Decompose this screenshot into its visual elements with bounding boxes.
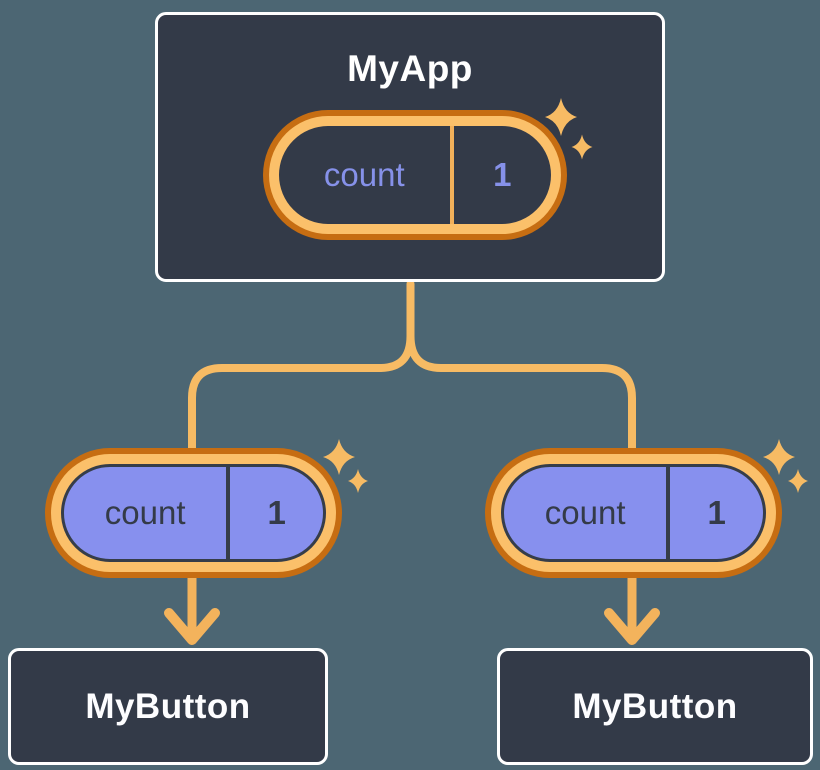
sparkle-icon xyxy=(763,439,795,475)
state-label: count xyxy=(323,156,405,193)
child-component-box: MyButton xyxy=(497,648,813,765)
child-state-pill: count 1 xyxy=(45,448,342,578)
sparkle-icon xyxy=(323,439,355,475)
sparkle-icon xyxy=(348,469,368,493)
state-value: 1 xyxy=(666,467,763,559)
component-title: MyButton xyxy=(85,686,251,726)
state-value: 1 xyxy=(226,467,323,559)
child-component-box: MyButton xyxy=(8,648,328,765)
state-label: count xyxy=(544,494,626,531)
component-title: MyApp xyxy=(347,48,473,89)
state-label: count xyxy=(104,494,186,531)
arrow-down-icon xyxy=(164,572,220,645)
connector-branch-left xyxy=(188,280,415,456)
child-state-pill: count 1 xyxy=(485,448,782,578)
component-title: MyButton xyxy=(572,686,738,726)
root-state-pill: count 1 xyxy=(263,110,567,240)
connector-branch-right xyxy=(406,332,636,456)
state-value: 1 xyxy=(449,126,551,224)
sparkle-icon xyxy=(788,469,808,493)
pill-ring: count 1 xyxy=(491,454,776,572)
pill-ring: count 1 xyxy=(51,454,336,572)
pill-ring: count 1 xyxy=(269,116,561,234)
arrow-down-icon xyxy=(604,572,660,645)
